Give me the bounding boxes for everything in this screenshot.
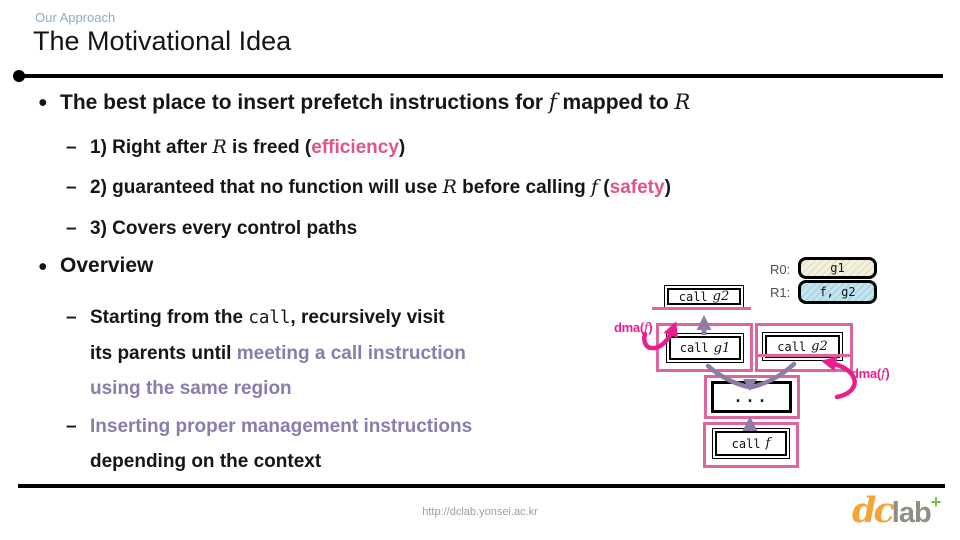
math-f: f: [590, 176, 599, 198]
logo-dc-mark: dc: [852, 490, 895, 531]
logo-plus-icon: +: [930, 492, 942, 512]
dma-label-left: dma(f): [614, 320, 653, 336]
highlight-inserting: Inserting proper management instructions: [90, 416, 473, 437]
section-kicker: Our Approach: [35, 10, 116, 25]
sub-bullet-efficiency: – 1) Right after R is freed (efficiency): [66, 136, 406, 158]
dash-icon: –: [66, 218, 77, 239]
code-call: call: [248, 308, 291, 328]
highlight-meeting-call: meeting a call instruction: [236, 343, 466, 364]
logo-lab-text: lab: [891, 497, 932, 529]
register-box-r1: f, g2: [798, 280, 877, 304]
footer-rule: [18, 484, 945, 488]
dash-icon: –: [66, 416, 77, 437]
dma-label-right: dma(f): [851, 366, 890, 382]
page-title: The Motivational Idea: [33, 26, 292, 56]
math-f: f: [548, 90, 557, 114]
title-rule: [19, 74, 943, 78]
footer-url: http://dclab.yonsei.ac.kr: [422, 506, 538, 518]
sub-bullet-covers-paths: – 3) Covers every control paths: [66, 218, 358, 239]
math-R: R: [442, 176, 457, 198]
bullet-best-place: ● The best place to insert prefetch inst…: [38, 90, 690, 117]
highlight-safety: safety: [609, 177, 665, 198]
bullet-icon: ●: [38, 94, 48, 111]
sub-bullet-management: – Inserting proper management instructio…: [66, 409, 472, 479]
node-ellipsis: ...: [711, 381, 792, 413]
sub-bullet-recursive-visit: – Starting from the call, recursively vi…: [66, 300, 466, 406]
math-R: R: [674, 90, 691, 114]
dash-icon: –: [66, 177, 77, 198]
dash-icon: –: [66, 307, 77, 328]
highlight-rect-right: [755, 323, 853, 372]
register-box-r0: g1: [798, 257, 877, 279]
math-R: R: [212, 136, 227, 158]
bullet-text: The best place to insert prefetch instru…: [60, 90, 691, 114]
highlight-efficiency: efficiency: [311, 137, 399, 158]
dclab-logo: dclab+: [852, 490, 941, 531]
dash-icon: –: [66, 137, 77, 158]
sub-bullet-safety: – 2) guaranteed that no function will us…: [66, 176, 671, 198]
bullet-icon: ●: [38, 258, 48, 275]
bullet-overview: ● Overview: [38, 254, 153, 281]
register-label-r0: R0:: [770, 262, 791, 277]
free-point-line-right: [757, 354, 851, 357]
free-point-line-top: [652, 307, 751, 310]
highlight-same-region: using the same region: [90, 378, 292, 399]
register-label-r1: R1:: [770, 285, 791, 300]
